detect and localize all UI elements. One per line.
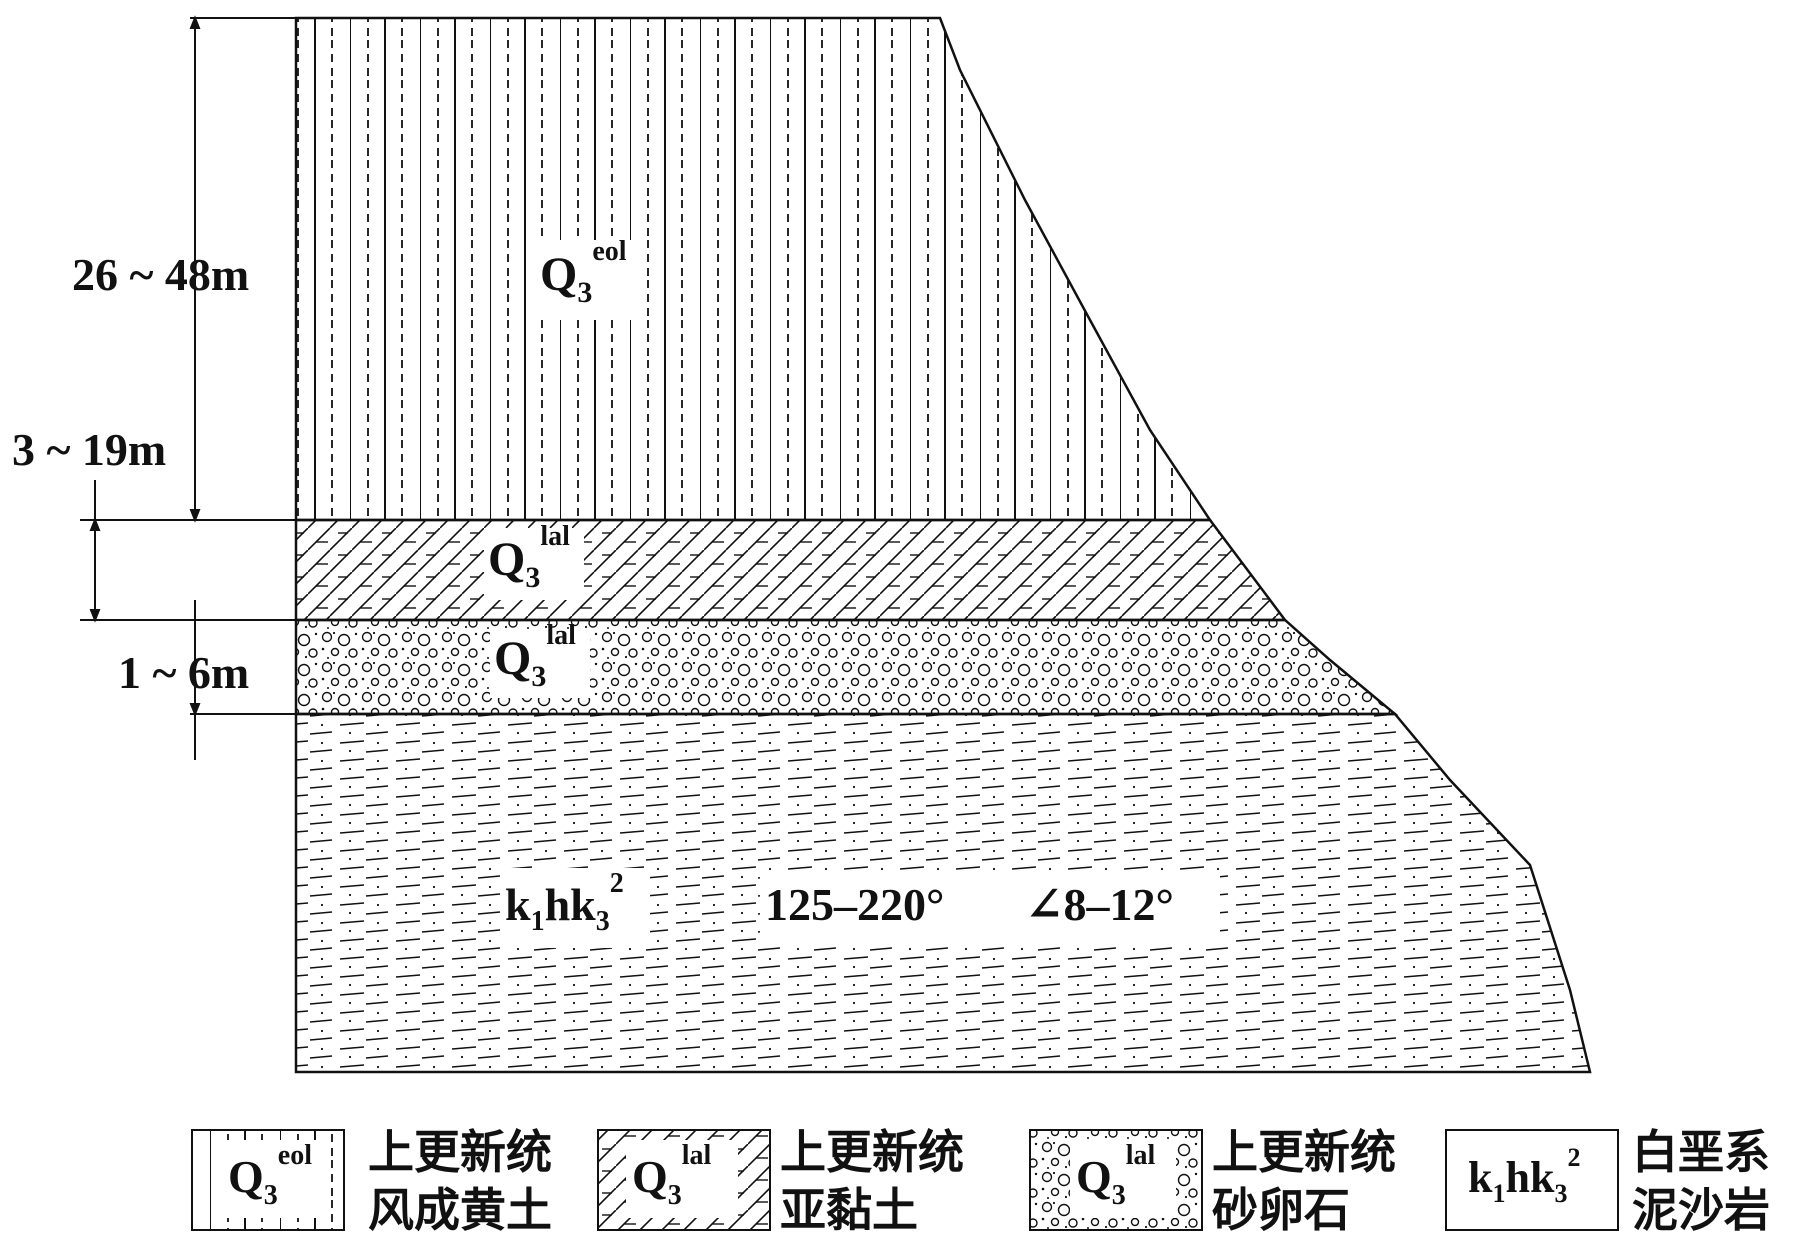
svg-text:Q3lal: Q3lal bbox=[1076, 1140, 1156, 1211]
gravel-layer bbox=[294, 618, 1399, 716]
clay-code-label: Q3lal bbox=[484, 521, 584, 600]
svg-text:Q3eol: Q3eol bbox=[228, 1140, 312, 1211]
legend-text-line2: 亚黏土 bbox=[780, 1183, 918, 1237]
legend-text-line2: 泥沙岩 bbox=[1632, 1183, 1770, 1237]
legend-text-line1: 上更新统 bbox=[780, 1125, 964, 1179]
svg-text:k1hk32: k1hk32 bbox=[505, 868, 624, 937]
legend-text-line1: 白垩系 bbox=[1632, 1125, 1770, 1179]
bedrock-code-label: k1hk32 bbox=[500, 868, 650, 948]
loess-layer bbox=[294, 16, 1213, 522]
legend: Q3eol 上更新统 风成黄土 Q3lal 上更新统 亚黏土 Q3lal 上更新… bbox=[191, 1125, 1770, 1237]
loess-code-label: Q3eol bbox=[535, 236, 635, 320]
attitude-azimuth: 125–220° bbox=[765, 879, 944, 930]
legend-item-bedrock: k1hk32 白垩系 泥沙岩 bbox=[1445, 1125, 1770, 1237]
legend-text-line2: 砂卵石 bbox=[1212, 1183, 1350, 1237]
legend-text-line1: 上更新统 bbox=[368, 1125, 552, 1179]
thickness-label-loess: 26 ~ 48m bbox=[72, 249, 249, 300]
svg-text:Q3lal: Q3lal bbox=[488, 521, 570, 594]
gravel-code-label: Q3lal bbox=[490, 620, 590, 698]
dimension-lines bbox=[80, 15, 296, 760]
clay-layer bbox=[294, 518, 1288, 622]
bedding-attitude-label: 125–220° ∠8–12° bbox=[760, 872, 1220, 942]
legend-item-loess: Q3eol 上更新统 风成黄土 bbox=[191, 1125, 552, 1237]
attitude-dip: ∠8–12° bbox=[1025, 879, 1174, 930]
legend-text-line2: 风成黄土 bbox=[368, 1183, 552, 1237]
legend-item-clay: Q3lal 上更新统 亚黏土 bbox=[597, 1125, 964, 1237]
thickness-label-gravel: 1 ~ 6m bbox=[118, 647, 249, 698]
svg-text:Q3lal: Q3lal bbox=[494, 620, 576, 693]
svg-text:Q3eol: Q3eol bbox=[540, 236, 627, 309]
thickness-label-clay: 3 ~ 19m bbox=[12, 424, 166, 475]
svg-text:Q3lal: Q3lal bbox=[632, 1140, 712, 1211]
legend-text-line1: 上更新统 bbox=[1212, 1125, 1396, 1179]
legend-item-gravel: Q3lal 上更新统 砂卵石 bbox=[1029, 1125, 1396, 1237]
svg-text:k1hk32: k1hk32 bbox=[1468, 1143, 1580, 1208]
